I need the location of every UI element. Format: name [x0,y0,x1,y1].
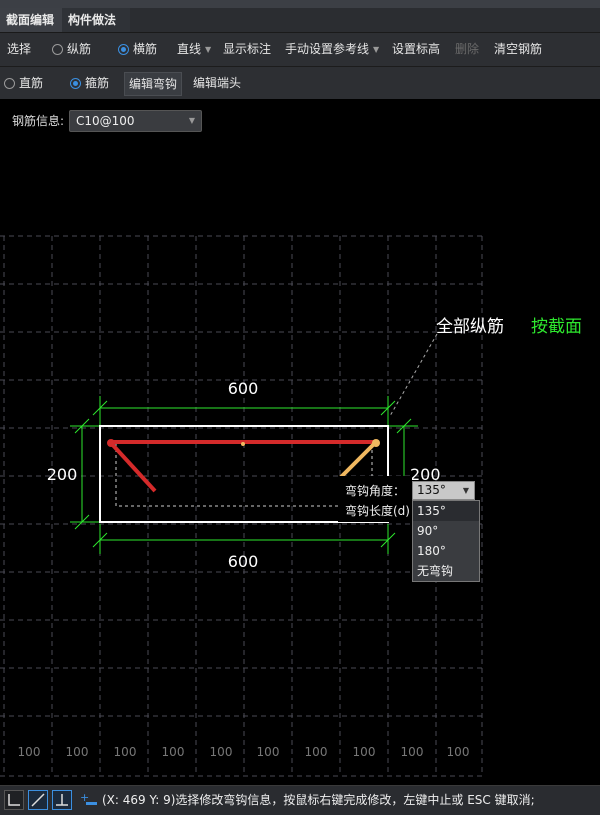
hook-option-90[interactable]: 90° [417,524,439,538]
radio-icon [4,78,15,89]
hook-length-label: 弯钩长度(d) [345,504,410,518]
chevron-down-icon: ▼ [462,486,469,495]
rebar-hook-right[interactable] [338,440,378,480]
svg-text:+: + [80,791,89,804]
dim-label-right: 200 [410,465,441,484]
straight-bar-radio[interactable]: 直筋 [4,67,43,99]
longitudinal-radio[interactable]: 纵筋 [52,33,91,66]
radio-selected-icon [70,78,81,89]
grid-label: 100 [447,745,470,759]
orthogonal-snap-button[interactable] [4,790,24,810]
status-message: (X: 469 Y: 9)选择修改弯钩信息，按鼠标右键完成修改，左键中止或 ES… [102,793,535,807]
stirrup-label: 箍筋 [85,76,110,90]
hook-option-none[interactable]: 无弯钩 [417,564,454,578]
hook-angle-label: 弯钩角度： [345,484,406,498]
tab-section-edit[interactable]: 截面编辑 [0,8,69,32]
show-dimension-button[interactable]: 显示标注 [223,42,272,56]
perpendicular-icon [56,794,68,806]
rebar-type-toolbar: 直筋 箍筋 编辑弯钩 编辑端头 [0,67,600,99]
edit-end-button[interactable]: 编辑端头 [193,76,242,90]
leader-line [389,333,438,417]
grid-label: 100 [114,745,137,759]
tab-component-method[interactable]: 构件做法 [62,8,130,32]
grid-label: 100 [353,745,376,759]
straight-bar-label: 直筋 [19,76,44,90]
grid-label: 100 [18,745,41,759]
add-offset-button[interactable]: + [78,790,98,810]
rebar-node-right[interactable] [372,439,380,447]
select-button[interactable]: 选择 [7,42,32,56]
title-strip [0,0,600,8]
grid-label: 100 [162,745,185,759]
longitudinal-label: 纵筋 [67,42,92,56]
chevron-down-icon: ▼ [373,45,380,54]
plus-line-icon: + [80,791,97,805]
hook-angle-combo[interactable]: 135° ▼ [412,481,475,500]
diagonal-line-icon [31,793,45,807]
hook-editor-panel [338,476,412,522]
chevron-down-icon: ▼ [188,116,195,125]
status-bar: + (X: 469 Y: 9)选择修改弯钩信息，按鼠标右键完成修改，左键中止或 … [0,785,600,815]
transverse-radio[interactable]: 横筋 [118,33,157,66]
rebar-info-combo[interactable]: C10@100 ▼ [69,110,202,132]
note-by-section: 按截面 [531,317,582,337]
radio-icon [52,44,63,55]
hook-option-135[interactable]: 135° [413,501,479,521]
delete-button[interactable]: 删除 [455,42,480,56]
clear-rebar-button[interactable]: 清空钢筋 [494,42,543,56]
tab-bar: 截面编辑 构件做法 [0,8,600,33]
grid-label: 100 [401,745,424,759]
corner-icon [8,794,20,806]
rebar-info-value: C10@100 [76,114,135,128]
hook-option-180[interactable]: 180° [417,544,446,558]
grid-label: 100 [210,745,233,759]
grid-labels: 100 100 100 100 100 100 100 100 100 100 [18,745,470,759]
note-all-longitudinal: 全部纵筋 [436,317,504,337]
stirrup-radio[interactable]: 箍筋 [70,67,109,99]
rebar-info-label: 钢筋信息: [12,114,65,128]
dimension-lines [70,396,418,554]
chevron-down-icon: ▼ [205,45,212,54]
main-toolbar: 选择 纵筋 横筋 直线▼ 显示标注 手动设置参考线▼ 设置标高 删除 清空钢筋 [0,33,600,67]
dim-label-bottom: 600 [228,552,259,571]
edit-hook-button[interactable]: 编辑弯钩 [124,72,183,96]
manual-reference-line-dropdown[interactable]: 手动设置参考线▼ [285,33,379,66]
dim-label-left: 200 [47,465,78,484]
radio-selected-icon [118,44,129,55]
set-elevation-button[interactable]: 设置标高 [392,42,441,56]
transverse-label: 横筋 [133,42,158,56]
section-outline [99,425,389,523]
rebar-hook-left[interactable] [108,440,157,493]
perpendicular-button[interactable] [52,790,72,810]
rebar-node-left[interactable] [107,439,115,447]
dim-label-top: 600 [228,379,259,398]
hook-angle-options: 135° 90° 180° 无弯钩 [412,500,480,582]
line-mode-button[interactable] [28,790,48,810]
hook-angle-value: 135° [417,483,446,497]
grid-label: 100 [305,745,328,759]
grid-label: 100 [66,745,89,759]
grid-label: 100 [257,745,280,759]
line-dropdown[interactable]: 直线▼ [177,33,211,66]
rebar-midpoint [241,442,245,446]
